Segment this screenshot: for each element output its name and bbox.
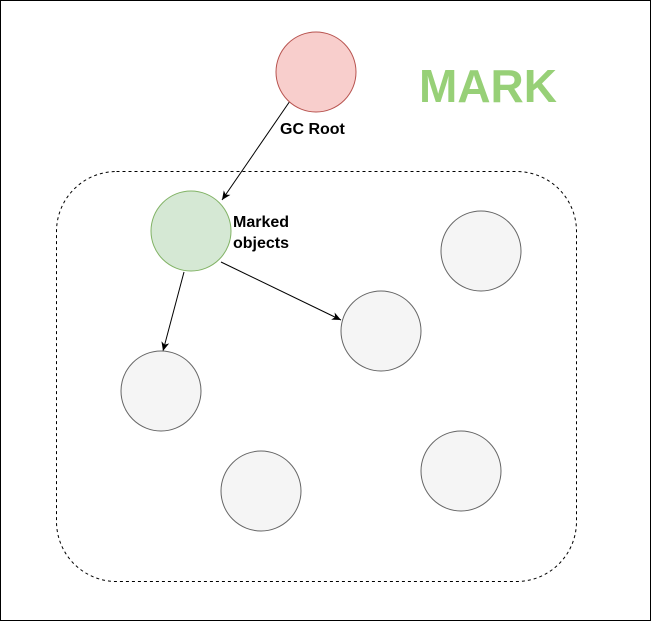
edge-marked-to-object-1	[161, 271, 185, 352]
marked-objects-label: Marked objects	[233, 214, 290, 252]
heap-region	[56, 171, 577, 582]
phase-title: MARK	[419, 60, 557, 112]
object-node	[220, 450, 302, 532]
edge-marked-to-object-2	[220, 261, 342, 321]
marked-object-node	[150, 190, 232, 272]
object-node	[420, 430, 502, 512]
object-node	[340, 290, 422, 372]
object-node	[440, 210, 522, 292]
object-node	[120, 350, 202, 432]
gc-root-node	[275, 31, 357, 113]
gc-root-label: GC Root	[280, 121, 345, 138]
edge-gc-root-to-marked	[221, 100, 291, 201]
